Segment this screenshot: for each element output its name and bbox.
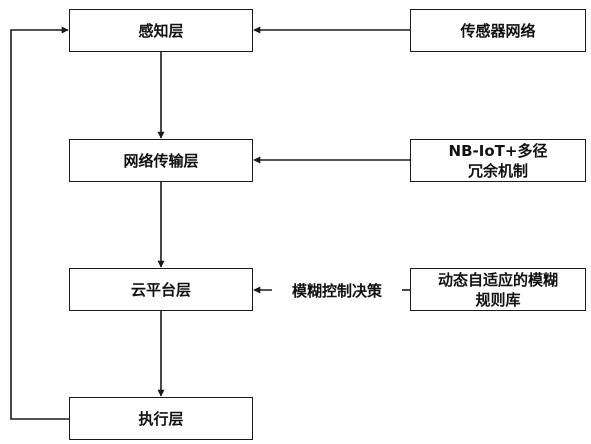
edge-label-fuzzy-control-decision: 模糊控制决策 xyxy=(272,280,402,302)
node-perception-layer: 感知层 xyxy=(69,9,253,52)
feedback-loop-execution-to-perception xyxy=(10,26,69,420)
node-nbiot-multipath: NB-IoT+多径 冗余机制 xyxy=(410,139,586,182)
node-execution-layer: 执行层 xyxy=(69,397,253,440)
node-cloud-platform-layer: 云平台层 xyxy=(69,268,253,311)
node-adaptive-fuzzy-rule-base: 动态自适应的模糊 规则库 xyxy=(410,268,586,311)
node-network-transport-layer: 网络传输层 xyxy=(69,139,253,182)
node-sensor-network: 传感器网络 xyxy=(410,9,586,52)
